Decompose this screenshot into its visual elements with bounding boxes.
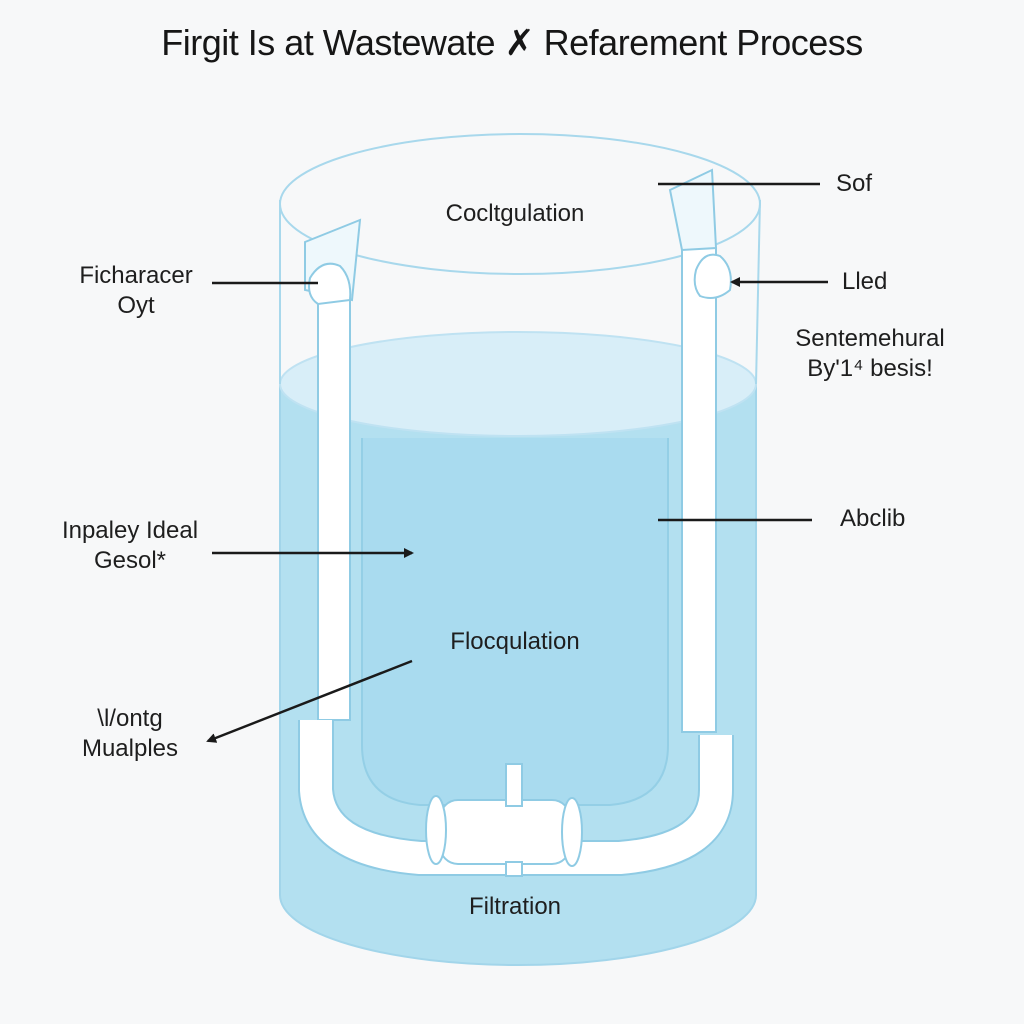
callout-left-2: Inpaley Ideal Gesol* [28, 516, 232, 576]
valve-stem-base [505, 861, 523, 877]
callout-arrow-left-3 [206, 659, 413, 743]
tank-wall-right [755, 199, 761, 385]
valve-flange-right [561, 797, 583, 867]
label-filtration: Filtration [468, 893, 562, 920]
callout-left-1: Ficharacer Oyt [40, 261, 232, 321]
right-pipe-cap [693, 253, 732, 299]
valve-flange-left [425, 795, 447, 865]
tank-top-rim [279, 133, 761, 275]
valve-stem [505, 763, 523, 807]
callout-left-1-line2: Oyt [117, 292, 155, 319]
right-pipe-top [668, 168, 718, 252]
left-pipe [317, 287, 351, 721]
inner-chamber [361, 438, 669, 806]
right-pipe [681, 247, 717, 733]
callout-right-3-line2: By'1⁴ besis! [807, 355, 933, 382]
callout-left-3-line1: \l/ontg [97, 705, 163, 732]
callout-right-1: Sof [836, 170, 873, 197]
valve-body [439, 799, 571, 865]
callout-right-4: Abclib [840, 505, 906, 532]
bottom-u-pipe-inner [300, 720, 732, 874]
callout-left-2-line1: Inpaley Ideal [61, 517, 199, 544]
left-pipe-cap [308, 262, 352, 306]
callout-right-2: Lled [842, 268, 888, 295]
label-coagulation: Cocltgulation [445, 200, 585, 227]
callout-left-2-line2: Gesol* [93, 547, 167, 574]
callout-left-3: \l/ontg Mualples [30, 704, 230, 764]
callout-right-3-line1: Sentemehural [795, 325, 945, 352]
callout-left-1-line1: Ficharacer [79, 262, 193, 289]
callout-left-3-line2: Mualples [81, 735, 179, 762]
diagram-title: Firgit Is at Wastewate ✗ Refarement Proc… [161, 22, 863, 63]
label-flocculation: Flocqulation [450, 628, 580, 655]
callout-right-3: Sentemehural By'1⁴ besis! [770, 324, 970, 384]
